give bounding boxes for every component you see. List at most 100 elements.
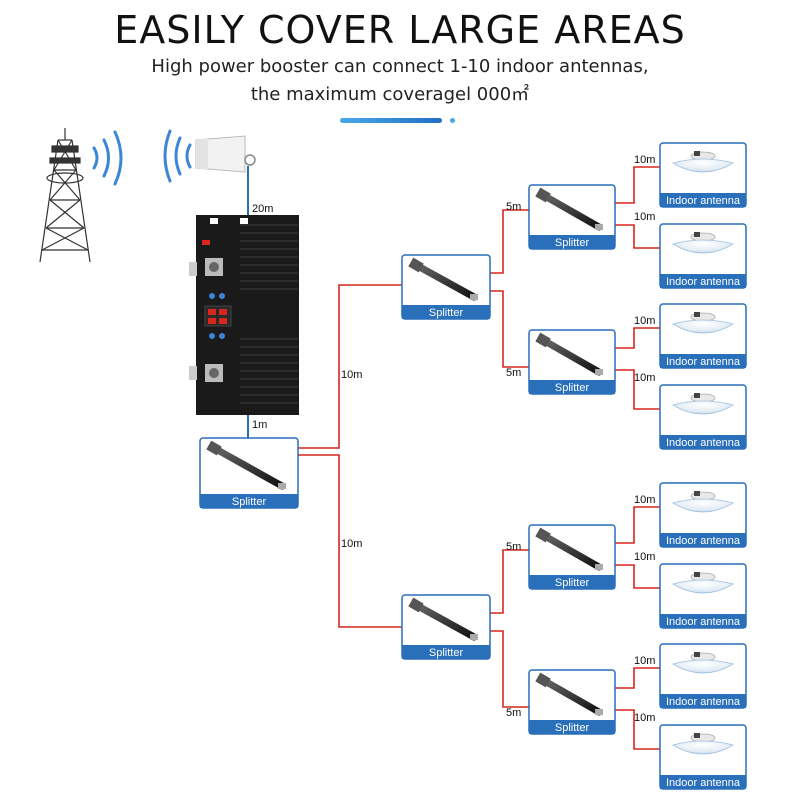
ceiling-antenna-icon xyxy=(671,572,735,594)
cable-label-antenna-1-1-0: 10m xyxy=(634,655,655,667)
coax-cable-network xyxy=(298,166,660,750)
cable-ant-0-1-0 xyxy=(615,327,660,349)
ceiling-antenna-icon xyxy=(671,491,735,513)
splitter-l3-0-0: Splitter xyxy=(528,184,616,250)
ceiling-antenna-icon xyxy=(671,393,735,415)
antenna-label: Indoor antenna xyxy=(666,616,741,628)
indoor-antenna-1-0-0: Indoor antenna xyxy=(659,482,747,548)
splitter-label: Splitter xyxy=(555,382,590,394)
subtitle-line-1: High power booster can connect 1-10 indo… xyxy=(151,56,649,77)
signal-booster-icon xyxy=(189,215,299,415)
splitter-device-icon xyxy=(408,597,478,641)
cable-label-20m: 20m xyxy=(252,203,273,215)
indoor-antenna-1-1-1: Indoor antenna xyxy=(659,724,747,790)
outdoor-antenna-icon xyxy=(195,135,256,173)
antenna-label-bar xyxy=(660,274,746,288)
splitter-label-bar xyxy=(529,380,615,394)
splitter-label: Splitter xyxy=(429,647,464,659)
cable-ant-0-0-1 xyxy=(615,224,660,249)
splitter-label-bar xyxy=(402,305,490,319)
cable-label-antenna-0-0-0: 10m xyxy=(634,154,655,166)
antenna-label: Indoor antenna xyxy=(666,777,741,789)
splitter-device-icon xyxy=(535,672,603,716)
antenna-label: Indoor antenna xyxy=(666,276,741,288)
ceiling-antenna-icon xyxy=(671,312,735,334)
signal-waves-icon xyxy=(92,130,123,186)
cable-label-1m: 1m xyxy=(252,419,267,431)
splitter-l2-0: Splitter xyxy=(401,254,491,320)
splitter-label: Splitter xyxy=(555,722,590,734)
cable-ant-0-0-0 xyxy=(615,166,660,204)
splitter-device-icon xyxy=(408,257,478,301)
indoor-antenna-0-0-1: Indoor antenna xyxy=(659,223,747,289)
cable-ant-1-1-0 xyxy=(615,667,660,689)
indoor-antenna-0-1-1: Indoor antenna xyxy=(659,384,747,450)
splitter-device-icon xyxy=(535,187,603,231)
cell-tower-icon xyxy=(39,128,91,263)
antenna-label: Indoor antenna xyxy=(666,696,741,708)
cable-l2-0-lower xyxy=(490,290,529,368)
cable-ant-1-1-1 xyxy=(615,709,660,750)
splitter-label: Splitter xyxy=(232,496,267,508)
cable-l2-0-upper xyxy=(490,209,529,274)
cable-ant-1-0-1 xyxy=(615,564,660,589)
splitter-label: Splitter xyxy=(555,577,590,589)
splitter-device-icon xyxy=(206,440,286,490)
splitter-label-bar xyxy=(529,575,615,589)
accent-dot xyxy=(450,118,455,123)
cable-label-antenna-1-1-1: 10m xyxy=(634,712,655,724)
splitter-label-bar xyxy=(529,720,615,734)
splitter-l3-0-1: Splitter xyxy=(528,329,616,395)
ceiling-antenna-icon xyxy=(671,652,735,674)
splitter-l2-1: Splitter xyxy=(401,594,491,660)
antenna-label-bar xyxy=(660,614,746,628)
antenna-label-bar xyxy=(660,775,746,789)
antenna-label-bar xyxy=(660,694,746,708)
cable-label-antenna-1-0-0: 10m xyxy=(634,494,655,506)
antenna-label-bar xyxy=(660,354,746,368)
cable-l2-1-lower xyxy=(490,630,529,708)
splitter-label: Splitter xyxy=(555,237,590,249)
indoor-antenna-0-1-0: Indoor antenna xyxy=(659,303,747,369)
subtitle-line-2: the maximum coveragel 000㎡ xyxy=(250,84,530,105)
splitter-label: Splitter xyxy=(429,307,464,319)
cable-label-antenna-0-1-0: 10m xyxy=(634,315,655,327)
splitter-device-icon xyxy=(535,527,603,571)
cable-label-antenna-0-0-1: 10m xyxy=(634,211,655,223)
cable-label-level2-0-1: 5m xyxy=(506,367,521,379)
splitter-label-bar xyxy=(402,645,490,659)
antenna-label: Indoor antenna xyxy=(666,195,741,207)
antenna-label-bar xyxy=(660,193,746,207)
indoor-antenna-0-0-0: Indoor antenna xyxy=(659,142,747,208)
splitter-device-icon xyxy=(535,332,603,376)
splitter-l3-1-1: Splitter xyxy=(528,669,616,735)
ceiling-antenna-icon xyxy=(671,151,735,173)
antenna-label: Indoor antenna xyxy=(666,535,741,547)
antenna-label-bar xyxy=(660,435,746,449)
ceiling-antenna-icon xyxy=(671,733,735,755)
cable-l2-1-upper xyxy=(490,549,529,614)
page-title: EASILY COVER LARGE AREAS xyxy=(114,8,686,52)
antenna-label-bar xyxy=(660,533,746,547)
cable-ant-1-0-0 xyxy=(615,506,660,544)
cable-label-antenna-1-0-1: 10m xyxy=(634,551,655,563)
indoor-antenna-1-1-0: Indoor antenna xyxy=(659,643,747,709)
splitter-l3-1-0: Splitter xyxy=(528,524,616,590)
accent-bar xyxy=(340,118,442,123)
antenna-label: Indoor antenna xyxy=(666,356,741,368)
splitter-label-bar xyxy=(529,235,615,249)
cable-ant-0-1-1 xyxy=(615,369,660,410)
splitter-label-bar xyxy=(200,494,298,508)
cable-level1-lower xyxy=(298,454,402,628)
antenna-label: Indoor antenna xyxy=(666,437,741,449)
cable-level1-upper xyxy=(298,284,402,449)
splitter-root: Splitter xyxy=(199,437,299,509)
indoor-antenna-1-0-1: Indoor antenna xyxy=(659,563,747,629)
cable-label-level2-1-0: 5m xyxy=(506,541,521,553)
cable-label-level2-1-1: 5m xyxy=(506,707,521,719)
cable-label-level1-1: 10m xyxy=(341,538,362,550)
ceiling-antenna-icon xyxy=(671,232,735,254)
